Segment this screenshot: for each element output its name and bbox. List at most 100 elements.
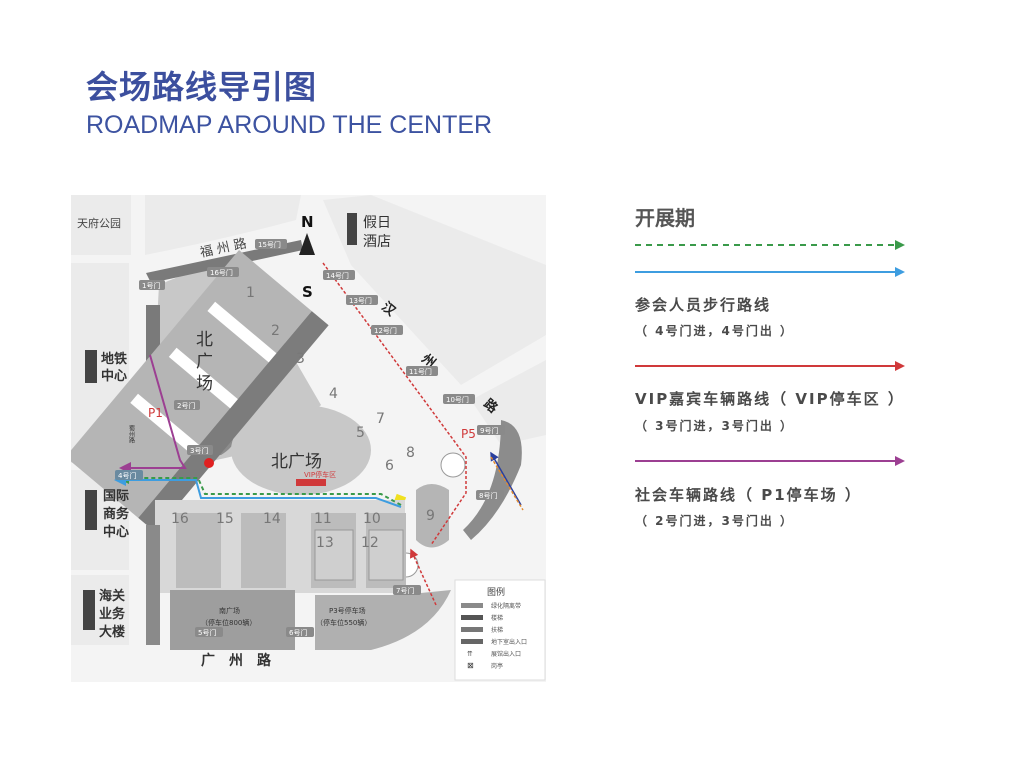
- svg-text:16号门: 16号门: [210, 268, 233, 277]
- gate-5: 5号门: [195, 627, 223, 637]
- compass-north: N: [301, 213, 314, 231]
- svg-text:1号门: 1号门: [142, 281, 160, 290]
- legend-basement-entrance: 地下室出入口: [491, 638, 527, 646]
- legend-guardhouse-icon: ⊠: [467, 661, 474, 670]
- hall-5: 5: [356, 425, 365, 441]
- gate-9: 9号门: [477, 425, 505, 435]
- route-public-purple: [119, 354, 187, 474]
- route-walking-green: [117, 472, 402, 506]
- compass-arrow-icon: [299, 233, 315, 255]
- road-shuzhou: 蜀州路: [128, 425, 135, 444]
- top-block: [145, 195, 301, 255]
- legend-arrow-green-dashed: [635, 240, 905, 250]
- hall-3: 3: [296, 351, 305, 367]
- label-hotel-1: 假日: [363, 215, 391, 231]
- park-block: [71, 195, 131, 255]
- road-guangzhou: 广 州 路: [201, 652, 272, 669]
- svg-text:9号门: 9号门: [480, 426, 498, 435]
- hall-wing-north: [71, 250, 329, 533]
- public-route-note: （ 2号门进，3号门出 ）: [635, 514, 795, 528]
- route-vip-red-in: [410, 548, 437, 606]
- p3-area: [315, 590, 451, 650]
- route-p5-orange: [490, 456, 524, 511]
- gate-7: 7号门: [393, 585, 421, 595]
- svg-text:5号门: 5号门: [198, 628, 216, 637]
- legend-arrow-blue: [635, 267, 905, 277]
- gate-labels: 1号门 2号门 3号门 4号门 5号门 6号门 7号门 8号门 9号门 10号门…: [115, 239, 505, 637]
- period-heading: 开展期: [635, 206, 695, 230]
- gate-3-marker: [204, 458, 214, 468]
- legend-arrow-purple: [635, 456, 905, 466]
- east-block: [471, 360, 546, 445]
- map-legend-items: 绿化隔离带 楼梯 扶梯 地下室出入口 ⇈展馆出入口 ⊠岗亭: [461, 602, 527, 670]
- vip-route-label: VIP嘉宾车辆路线（ VIP停车区 ）: [635, 390, 905, 408]
- label-p3-capacity: （停车位550辆）: [316, 618, 371, 627]
- label-p5: P5: [461, 427, 476, 441]
- compass-south: S: [302, 283, 313, 301]
- legend-guardhouse: 岗亭: [491, 662, 503, 670]
- svg-text:14号门: 14号门: [326, 271, 349, 280]
- label-customs-1: 海关: [99, 588, 125, 604]
- gate-2: 2号门: [174, 400, 200, 410]
- gate-4: 4号门: [115, 470, 143, 480]
- page-title: 会场路线导引图: [86, 68, 318, 106]
- route-walking-blue: [114, 474, 402, 508]
- vip-parking-mark: [296, 479, 326, 486]
- svg-text:15号门: 15号门: [258, 240, 281, 249]
- gate-14: 14号门: [323, 270, 355, 280]
- gate-6: 6号门: [286, 627, 314, 637]
- legend-arrow-red: [635, 361, 905, 371]
- label-intl-3: 中心: [103, 524, 129, 540]
- label-vip-parking: VIP停车区: [304, 470, 336, 479]
- hall-14: 14: [263, 511, 281, 527]
- label-customs-2: 业务: [99, 606, 126, 622]
- hall-numbers: 1 2 3 4 5 6 7 8 9 10 11 12 13 14 15 16: [171, 285, 435, 551]
- label-south-plaza: 南广场: [219, 606, 240, 615]
- gate-12: 12号门: [371, 325, 403, 335]
- label-south-capacity: （停车位800辆）: [201, 618, 256, 627]
- hotel-block: [323, 195, 546, 385]
- building-icons: [83, 213, 357, 630]
- label-north-plaza-1: 北: [196, 330, 213, 350]
- label-north-plaza: 北广场: [271, 452, 322, 472]
- svg-text:13号门: 13号门: [349, 296, 372, 305]
- label-north-plaza-3: 场: [196, 374, 213, 394]
- hall-4: 4: [329, 386, 338, 402]
- hall-10: 10: [363, 511, 381, 527]
- svg-text:8号门: 8号门: [479, 491, 497, 500]
- roundabout: [440, 452, 466, 478]
- legend-hall-entrance: 展馆出入口: [491, 650, 521, 658]
- svg-text:10号门: 10号门: [446, 395, 469, 404]
- svg-text:12号门: 12号门: [374, 326, 397, 335]
- label-park: 天府公园: [77, 216, 121, 230]
- left-block-3: [71, 575, 129, 645]
- vip-route-note: （ 3号门进，3号门出 ）: [635, 419, 795, 433]
- south-west-strip: [146, 525, 160, 645]
- legend-green-belt: 绿化隔离带: [491, 602, 521, 610]
- svg-text:11号门: 11号门: [409, 367, 432, 376]
- legend-hall-entrance-icon: ⇈: [467, 650, 473, 658]
- gate-11: 11号门: [406, 366, 438, 376]
- svg-text:7号门: 7号门: [396, 586, 414, 595]
- gate-16: 16号门: [207, 267, 239, 277]
- east-wing: [463, 420, 522, 540]
- public-route-label: 社会车辆路线（ P1停车场 ）: [635, 486, 862, 504]
- hall-12: 12: [361, 535, 379, 551]
- svg-text:3号门: 3号门: [190, 446, 208, 455]
- label-p1: P1: [148, 406, 163, 420]
- walking-route-label: 参会人员步行路线: [635, 296, 772, 314]
- svg-text:6号门: 6号门: [289, 628, 307, 637]
- hall-15: 15: [216, 511, 234, 527]
- walking-route-note: （ 4号门进，4号门出 ）: [635, 324, 795, 338]
- label-metro-2: 中心: [101, 368, 127, 384]
- hall-7: 7: [376, 411, 385, 427]
- label-customs-3: 大楼: [99, 624, 125, 640]
- hall-2: 2: [271, 323, 280, 339]
- map-legend-title: 图例: [487, 586, 505, 598]
- hall-1: 1: [246, 285, 255, 301]
- legend-escalator: 扶梯: [491, 626, 503, 634]
- label-p3: P3号停车场: [329, 606, 366, 615]
- hall-8: 8: [406, 445, 415, 461]
- page-subtitle: ROADMAP AROUND THE CENTER: [86, 111, 493, 139]
- label-intl-1: 国际: [103, 489, 129, 504]
